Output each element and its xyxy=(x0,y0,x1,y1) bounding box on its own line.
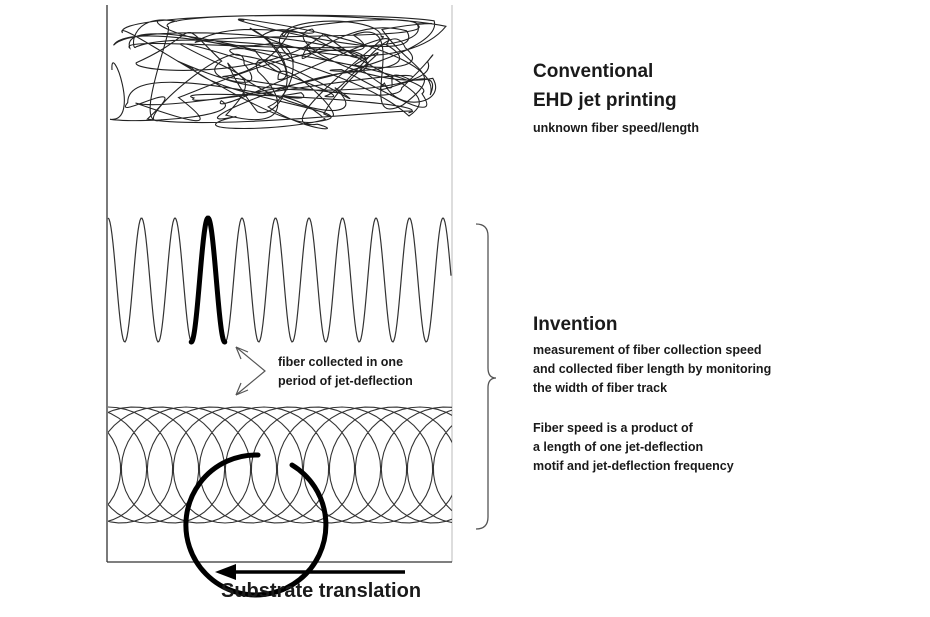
annotation-line2: period of jet-deflection xyxy=(278,374,413,388)
sinusoidal-fiber-track xyxy=(107,215,452,345)
loop-strand xyxy=(108,406,452,524)
highlighted-loop xyxy=(183,452,329,598)
tangle-strand xyxy=(109,14,447,130)
substrate-arrow xyxy=(215,564,405,580)
invention-desc-line2: and collected fiber length by monitoring xyxy=(533,362,772,376)
speed-line1: Fiber speed is a product of xyxy=(533,421,693,435)
conventional-title-line1: Conventional xyxy=(533,61,654,82)
period-arrow xyxy=(235,346,266,396)
invention-desc-line3: the width of fiber track xyxy=(533,381,668,395)
looped-fiber-track xyxy=(108,406,452,598)
invention-bracket xyxy=(475,223,497,530)
speed-line3: motif and jet-deflection frequency xyxy=(533,459,734,473)
sine-wave xyxy=(107,217,452,343)
invention-title: Invention xyxy=(533,314,618,335)
speed-line2: a length of one jet-deflection xyxy=(533,440,704,454)
substrate-translation-label: Substrate translation xyxy=(221,580,422,602)
conventional-subtitle: unknown fiber speed/length xyxy=(533,121,699,135)
invention-desc-line1: measurement of fiber collection speed xyxy=(533,343,762,357)
print-panel xyxy=(106,5,453,563)
chaotic-fiber-tangle xyxy=(109,14,447,130)
annotation-line1: fiber collected in one xyxy=(278,355,404,369)
highlighted-period xyxy=(188,215,228,345)
conventional-title-line2: EHD jet printing xyxy=(533,90,677,111)
